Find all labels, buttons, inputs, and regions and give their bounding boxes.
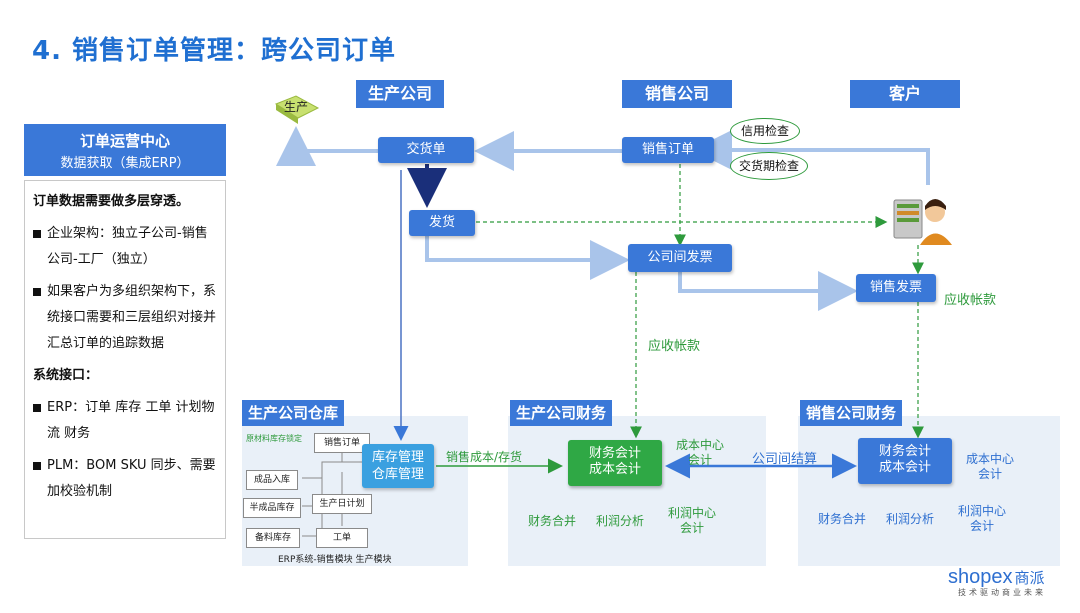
- inventory-line1: 库存管理: [371, 450, 424, 465]
- left-header-line2: 数据获取（集成ERP）: [60, 156, 190, 171]
- intro-text: 订单数据需要做多层穿透。: [33, 194, 190, 209]
- customer-icon: [893, 199, 952, 245]
- prod-profit-analysis: 利润分析: [596, 514, 645, 528]
- left-header-line1: 订单运营中心: [79, 132, 170, 150]
- sales-cost-center-l2: 会计: [978, 467, 1003, 481]
- prod-finance-main: 财务会计 成本会计: [568, 440, 662, 486]
- delivery-date-check-oval: 交货期检查: [730, 152, 808, 180]
- brand-slogan: 技术驱动商业未来: [958, 588, 1046, 597]
- column-header-production: 生产公司: [356, 80, 444, 108]
- inventory-box: 库存管理 仓库管理: [362, 444, 434, 488]
- prod-profit-center-l1: 利润中心: [668, 506, 717, 520]
- prod-finance-line2: 成本会计: [588, 462, 641, 477]
- column-header-sales: 销售公司: [622, 80, 732, 108]
- prod-profit-center-l2: 会计: [680, 521, 705, 535]
- sales-profit-center-l2: 会计: [970, 519, 995, 533]
- sales-finance-title: 销售公司财务: [800, 400, 903, 426]
- sales-cost-center: 成本中心 会计: [966, 452, 1014, 482]
- arrow-customer-to-order: [692, 130, 930, 185]
- sales-profit-analysis: 利润分析: [886, 512, 935, 526]
- bullet-item: 企业架构：独立子公司-销售公司-工厂（独立）: [33, 221, 219, 273]
- bullet-item: PLM：BOM SKU 同步、需要加校验机制: [33, 453, 219, 505]
- delivery-note-box: 交货单: [378, 137, 474, 163]
- bullet-item: ERP：订单 库存 工单 计划物流 财务: [33, 395, 219, 447]
- brand-cn: 商派: [1014, 569, 1045, 587]
- sales-consolidation: 财务合并: [818, 512, 867, 526]
- lock-label: 原材料库存锁定: [246, 434, 302, 443]
- wh-daily-plan: 生产日计划: [312, 494, 372, 514]
- sales-order-box: 销售订单: [622, 137, 714, 163]
- prod-profit-center: 利润中心 会计: [668, 506, 716, 536]
- prod-cost-center-l2: 会计: [688, 453, 713, 467]
- erp-footer: ERP系统-销售模块 生产模块: [278, 555, 392, 565]
- column-header-customer: 客户: [850, 80, 960, 108]
- ship-box: 发货: [409, 210, 475, 236]
- cost-flow-label: 销售成本/存货: [446, 450, 523, 464]
- wh-spare-stock: 备料库存: [246, 528, 300, 548]
- sales-cost-center-l1: 成本中心: [966, 452, 1015, 466]
- prod-consolidation: 财务合并: [528, 514, 577, 528]
- interface-label: 系统接口：: [33, 368, 99, 383]
- arrow-delivery-to-production: [276, 126, 378, 166]
- credit-check-oval: 信用检查: [730, 118, 800, 144]
- wh-sales-order: 销售订单: [314, 433, 370, 453]
- sales-finance-line1: 财务会计: [878, 444, 931, 459]
- warehouse-title: 生产公司仓库: [242, 400, 345, 426]
- prod-finance-title: 生产公司财务: [510, 400, 613, 426]
- arrow-invoice-to-sales-invoice: [678, 271, 858, 311]
- production-tag-side: [276, 104, 298, 124]
- wh-finished-in: 成品入库: [246, 470, 298, 490]
- page-title: 4. 销售订单管理：跨公司订单: [32, 36, 397, 66]
- bullet-item: 如果客户为多组织架构下，系统接口需要和三层组织对接并汇总订单的追踪数据: [33, 279, 219, 357]
- sales-finance-main: 财务会计 成本会计: [858, 438, 952, 484]
- wh-semi-stock: 半成品库存: [243, 498, 301, 518]
- intercompany-settlement-label: 公司间结算: [752, 452, 818, 467]
- receivable-label-mid: 应收帐款: [648, 339, 701, 354]
- production-tag: 生产: [284, 100, 309, 114]
- left-panel-body: 订单数据需要做多层穿透。 企业架构：独立子公司-销售公司-工厂（独立） 如果客户…: [24, 180, 226, 539]
- sales-invoice-box: 销售发票: [856, 274, 936, 302]
- left-panel-header: 订单运营中心 数据获取（集成ERP）: [24, 124, 226, 176]
- receivable-label-right: 应收帐款: [944, 293, 997, 308]
- brand-name: shopex: [948, 566, 1013, 588]
- wh-line-2: [302, 461, 342, 479]
- intercompany-invoice-box: 公司间发票: [628, 244, 732, 272]
- sales-profit-center-l1: 利润中心: [958, 504, 1007, 518]
- inventory-line2: 仓库管理: [371, 467, 424, 482]
- sales-finance-line2: 成本会计: [878, 460, 931, 475]
- wh-work-order: 工单: [316, 528, 368, 548]
- prod-finance-line1: 财务会计: [588, 446, 641, 461]
- sales-profit-center: 利润中心 会计: [958, 504, 1006, 534]
- prod-cost-center: 成本中心 会计: [676, 438, 724, 468]
- arrow-ship-to-invoice: [425, 236, 630, 280]
- prod-cost-center-l1: 成本中心: [676, 438, 725, 452]
